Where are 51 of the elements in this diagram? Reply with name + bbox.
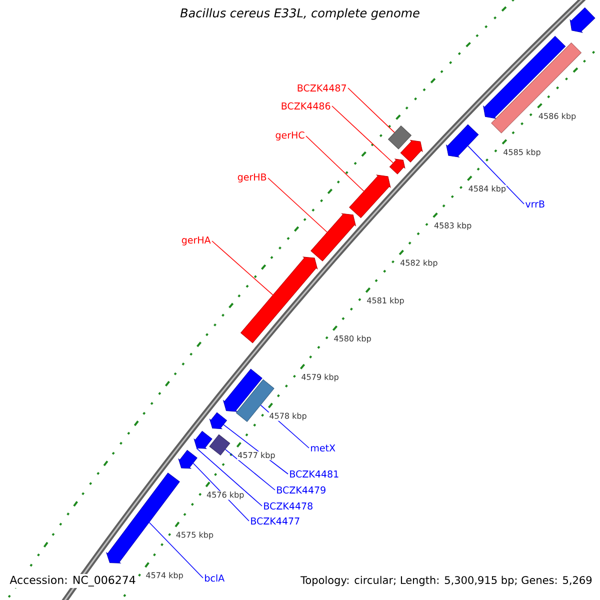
leader-line (224, 448, 276, 490)
tick-label: 4579 kbp (300, 373, 340, 382)
leader-line (212, 240, 274, 296)
gene-label: BCZK4487 (298, 84, 346, 92)
gene-block (570, 7, 596, 33)
tick-label: 4576 kbp (206, 491, 245, 500)
gene-label: BCZK4486 (282, 102, 330, 110)
tick-label: 4577 kbp (237, 451, 276, 460)
gene-block (178, 450, 198, 469)
gene-block (400, 140, 423, 162)
genome-info: Topology: circular; Length: 5,300,915 bp; Genes: 5,269 (299, 574, 594, 588)
gene-label: BCZK4479 (277, 486, 326, 494)
gene-label: metX (311, 444, 336, 452)
leader-line (348, 88, 395, 133)
title: Bacillus cereus E33L, complete genome (180, 8, 420, 20)
leader-line (332, 106, 394, 164)
gene-label: bclA (205, 574, 225, 582)
tick-label: 4584 kbp (468, 184, 507, 194)
tick-label: 4574 kbp (145, 572, 184, 580)
accession-label: Accession: NC_006274 (8, 574, 138, 588)
gene-block (389, 158, 406, 174)
leader-line (196, 448, 262, 506)
gene-label: gerHA (182, 236, 211, 246)
gene-label: gerHB (238, 174, 266, 182)
gene-block (446, 124, 479, 158)
leader-line (468, 146, 524, 204)
tick-label: 4582 kbp (400, 259, 438, 268)
gene-box (388, 126, 412, 150)
tick-label: 4583 kbp (433, 222, 472, 231)
gene-label: BCZK4481 (290, 470, 338, 478)
gene-block (194, 430, 212, 449)
leader-line (148, 522, 204, 578)
gene-bar (491, 42, 582, 134)
tick-label: 4580 kbp (333, 334, 372, 344)
gene-block (210, 412, 227, 430)
tick-label: 4585 kbp (502, 148, 542, 158)
gene-block (223, 368, 262, 412)
leader-line (268, 178, 328, 233)
gene-label: vrrB (526, 200, 544, 208)
tick-label: 4578 kbp (268, 412, 308, 421)
gene-block (349, 174, 391, 218)
tick-label: 4575 kbp (175, 531, 214, 540)
gene-block (240, 256, 318, 344)
gene-label: gerHC (276, 131, 304, 140)
gene-label: BCZK4478 (264, 502, 312, 510)
leader-line (306, 136, 364, 192)
gene-block (310, 213, 356, 262)
gene-diamond (209, 434, 230, 456)
tick-label: 4581 kbp (366, 296, 405, 306)
gene-label: BCZK4477 (251, 517, 300, 525)
tick-label: 4586 kbp (538, 112, 577, 122)
